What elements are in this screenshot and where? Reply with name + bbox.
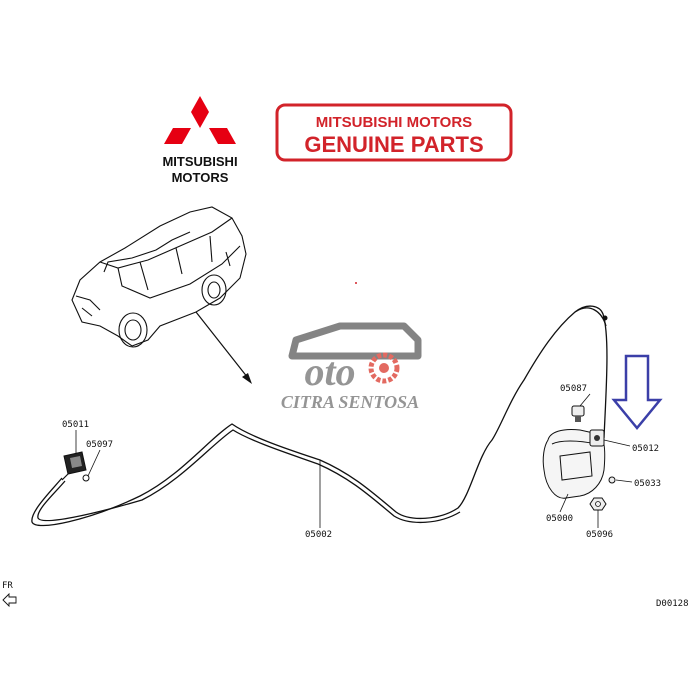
badge-line1: MITSUBISHI MOTORS: [316, 114, 472, 131]
leader-lines: [75, 393, 633, 528]
label-05087: 05087: [560, 384, 587, 394]
mitsubishi-logo: MITSUBISHI MOTORS: [162, 96, 238, 185]
orientation-label: FR: [2, 581, 13, 591]
bolt-05033: [608, 476, 616, 484]
logo-line2: MOTORS: [172, 170, 229, 185]
front-orientation-indicator: FR: [2, 581, 17, 608]
washer-hose: [31, 305, 608, 527]
diagram-code: D00128: [656, 599, 689, 609]
citra-sentosa-watermark: oto CITRA SENTOSA: [281, 322, 422, 412]
washer-nozzle: [61, 451, 87, 481]
vehicle-illustration: [71, 206, 247, 348]
label-05002: 05002: [305, 530, 332, 540]
nut-05096: [589, 497, 607, 511]
car-leader-arrow: [195, 311, 252, 384]
genuine-parts-badge: MITSUBISHI MOTORS GENUINE PARTS: [275, 103, 513, 162]
label-05033: 05033: [634, 479, 661, 489]
label-05011: 05011: [62, 420, 89, 430]
pump-05012: [589, 429, 605, 447]
logo-line1: MITSUBISHI: [162, 154, 237, 169]
label-05097: 05097: [86, 440, 113, 450]
badge-line2: GENUINE PARTS: [304, 132, 483, 157]
hose-clip-dot: [602, 315, 608, 321]
watermark-name: CITRA SENTOSA: [281, 392, 419, 412]
grommet-05087: [571, 405, 585, 422]
label-05096: 05096: [586, 530, 613, 540]
label-05012: 05012: [632, 444, 659, 454]
nozzle-clip: [82, 474, 90, 482]
label-05000: 05000: [546, 514, 573, 524]
highlight-arrow: [611, 354, 663, 430]
watermark-logo: oto: [304, 349, 355, 394]
washer-tank: [542, 429, 606, 499]
stray-dot: [355, 282, 357, 284]
